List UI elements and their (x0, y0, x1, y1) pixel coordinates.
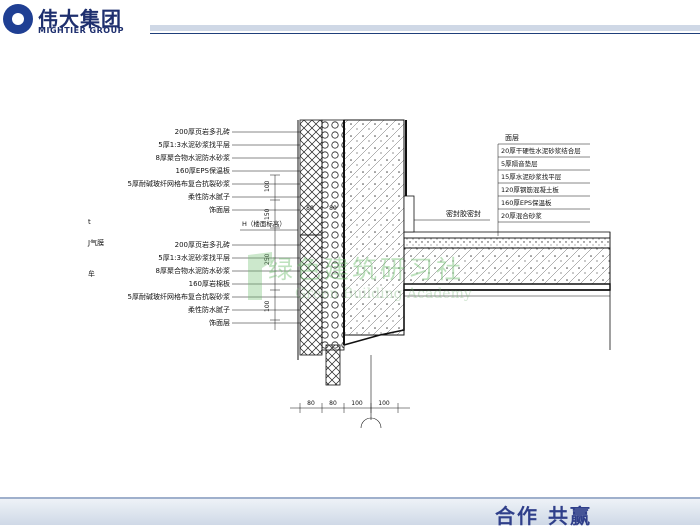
floor-layer-3: 15厚水泥砂浆找平层 (501, 172, 562, 181)
vdim-2: 150 (264, 208, 271, 220)
lower-layer-6: 柔性防水腻子 (188, 305, 230, 314)
upper-leader-lines (232, 131, 300, 211)
logo-icon (3, 4, 33, 34)
hdim-3: 80 (306, 205, 314, 212)
top-rule-thin (150, 33, 700, 34)
hdim-1: 80 (307, 400, 315, 407)
lower-layer-2: 5厚1:3水泥砂浆找平层 (158, 253, 230, 262)
upper-layer-4: 160厚EPS保温板 (176, 166, 230, 175)
upper-layer-6: 柔性防水腻子 (188, 192, 230, 201)
hdim-5: 100 (351, 400, 363, 407)
watermark-logo-icon (248, 252, 272, 300)
floor-layer-2: 5厚隔音垫层 (501, 159, 538, 168)
lower-layer-4: 160厚岩棉板 (189, 279, 230, 288)
horizontal-dimensions (290, 403, 410, 413)
watermark-text-en: Green Building Academy (295, 286, 472, 302)
axis-arc (360, 417, 382, 429)
upper-layer-labels: 200厚页岩多孔砖 5厚1:3水泥砂浆找平层 8厚聚合物水泥防水砂浆 160厚E… (128, 127, 230, 214)
hdim-2: 80 (329, 400, 337, 407)
sealant-label: 密封胶密封 (446, 209, 481, 218)
floor-layer-1: 20厚干硬性水泥砂浆结合层 (501, 146, 581, 155)
vdim-4: 100 (264, 300, 271, 312)
lower-layer-labels: 200厚页岩多孔砖 5厚1:3水泥砂浆找平层 8厚聚合物水泥防水砂浆 160厚岩… (128, 240, 230, 327)
left-cut-1: t (88, 218, 91, 226)
concrete-column (343, 119, 405, 336)
floor-layer-5: 160厚EPS保温板 (501, 198, 552, 207)
upper-layer-2: 5厚1:3水泥砂浆找平层 (158, 140, 230, 149)
lower-layer-5: 5厚耐碱玻纤网格布复合抗裂砂浆 (128, 292, 230, 301)
footer-band (0, 499, 700, 525)
hdim-6: 100 (378, 400, 390, 407)
left-cut-3: 牟 (88, 269, 95, 278)
floor-layer-6: 20厚混合砂浆 (501, 211, 542, 220)
sealant-strip (403, 195, 415, 233)
hdim-4: 80 (329, 205, 337, 212)
floor-layer-labels: 20厚干硬性水泥砂浆结合层 5厚隔音垫层 15厚水泥砂浆找平层 120厚钢筋混凝… (501, 146, 581, 220)
left-cut-2: J气膜 (87, 238, 104, 247)
floor-label-box (497, 143, 590, 236)
top-rule (150, 25, 700, 31)
footer-slogan: 合作 共赢 (495, 504, 592, 528)
upper-layer-1: 200厚页岩多孔砖 (175, 127, 230, 136)
vertical-dimensions (270, 174, 280, 330)
upper-layer-7: 饰面层 (209, 205, 230, 214)
level-label: H（楼面标高） (242, 219, 286, 228)
upper-layer-5: 5厚耐碱玻纤网格布复合抗裂砂浆 (128, 179, 230, 188)
vdim-3: 250 (264, 253, 271, 265)
lower-layer-1: 200厚页岩多孔砖 (175, 240, 230, 249)
watermark-text-cn: 绿色建筑研习社 (268, 255, 465, 284)
floor-finish (403, 231, 611, 239)
lower-leader-lines (232, 244, 300, 324)
wall-brick-upper (299, 119, 323, 236)
floor-screed (403, 237, 611, 249)
insulation-board (321, 119, 345, 351)
vdim-1: 100 (264, 180, 271, 192)
beam-drop (343, 290, 405, 346)
lower-layer-7: 饰面层 (209, 318, 230, 327)
upper-layer-3: 8厚聚合物水泥防水砂浆 (156, 153, 230, 162)
footer-line (0, 497, 700, 499)
floor-title: 面层 (505, 134, 519, 142)
company-name-cn: 伟大集团 (38, 7, 122, 31)
company-name-en: MIGHTIER GROUP (38, 26, 124, 35)
lower-layer-3: 8厚聚合物水泥防水砂浆 (156, 266, 230, 275)
base-bracket (325, 344, 341, 386)
floor-layer-4: 120厚钢筋混凝土板 (501, 185, 559, 194)
